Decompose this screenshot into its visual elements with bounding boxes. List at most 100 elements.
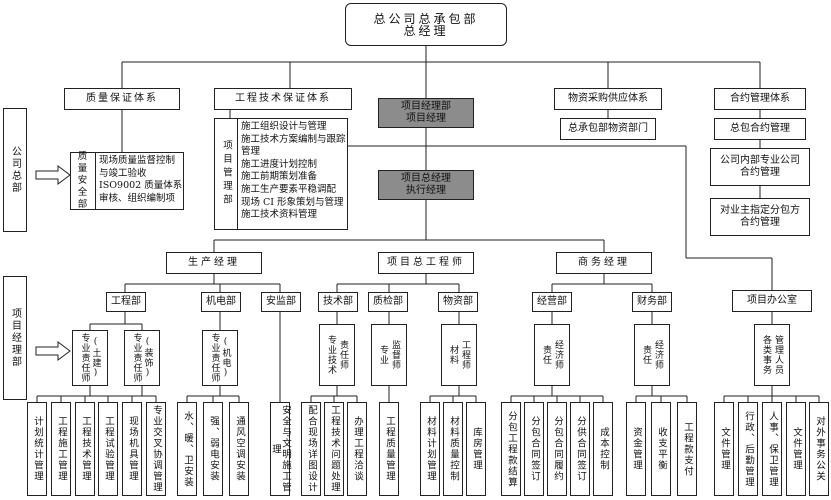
leaf-label: 成本控制 bbox=[598, 427, 609, 471]
executive-manager-box: 项目总经理 执行经理 bbox=[378, 170, 474, 200]
leaf-label: 资金管理 bbox=[631, 427, 642, 471]
leaf-box: 工程试验管理 bbox=[98, 402, 118, 496]
leaf-label: 人事、保卫管理 bbox=[767, 410, 778, 488]
leaf-box: 强、弱电安装 bbox=[203, 402, 223, 496]
tech-item: 施工前期策划准备 bbox=[241, 171, 318, 183]
leaf-label: 材料质量控制 bbox=[448, 416, 459, 482]
chief-engineer-box: 项目总工程师 bbox=[378, 252, 474, 274]
leaf-label: 计划统计管理 bbox=[32, 416, 43, 482]
leaf-label: 配合现场详图设计 bbox=[306, 405, 317, 493]
leaf-box: 成本控制 bbox=[593, 402, 613, 496]
leaf-label: 安全与文明施工管理 bbox=[270, 405, 291, 493]
project-manager-box: 项目经理部 项目经理 bbox=[378, 98, 474, 128]
leaf-box: 收支平衡 bbox=[651, 402, 671, 496]
leaf-label: 收支平衡 bbox=[656, 427, 667, 471]
tech-item: 施工技术资料管理 bbox=[241, 209, 318, 221]
leaf-box: 材料质量控制 bbox=[443, 402, 463, 496]
tech-block: 项目管理部 施工组织设计与管理 施工技术方案编制与跟踪 管理 施工进度计划控制 … bbox=[214, 118, 348, 230]
leaf-box: 文件管理 bbox=[786, 402, 806, 496]
leaf-label: 工程技术管理 bbox=[80, 416, 91, 482]
leaf-label: 文件管理 bbox=[791, 427, 802, 471]
contract-item-box: 总包合约管理 bbox=[714, 118, 806, 140]
top-title: 总公司总承包部 bbox=[373, 11, 479, 26]
top-general-manager: 总公司总承包部 总经理 bbox=[345, 3, 507, 46]
leaf-label: 通风空调安装 bbox=[234, 416, 245, 482]
leaf-box: 行政、后勤管理 bbox=[738, 402, 758, 496]
leaf-box: 资金管理 bbox=[626, 402, 646, 496]
leaf-box: 人事、保卫管理 bbox=[762, 402, 782, 496]
business-manager-box: 商务经理 bbox=[556, 252, 652, 274]
leaf-box: 分包工程款结算 bbox=[501, 402, 521, 496]
leaf-label: 专业交叉协调管理 bbox=[151, 405, 162, 493]
leaf-box: 工程款支付 bbox=[677, 402, 697, 496]
leaf-label: 分包合同签订 bbox=[529, 416, 540, 482]
project-dept-label: 项目经理部 bbox=[3, 276, 27, 400]
leaf-box: 专业交叉协调管理 bbox=[146, 402, 166, 496]
role-office-staff: 各类事务 管理人员 bbox=[754, 324, 790, 386]
leaf-box: 分供合同签订 bbox=[570, 402, 590, 496]
leaf-label: 分供合同签订 bbox=[575, 416, 586, 482]
role-economist-operations: 责任 经济师 bbox=[534, 324, 570, 386]
leaf-label: 现场机具管理 bbox=[127, 416, 138, 482]
top-subtitle: 总经理 bbox=[403, 23, 449, 38]
leaf-label: 库房管理 bbox=[471, 427, 482, 471]
production-manager-box: 生产经理 bbox=[166, 252, 262, 274]
leaf-box: 水、暖、卫安装 bbox=[177, 402, 197, 496]
arrow-icon bbox=[35, 165, 71, 361]
tech-item: 现场 CI 形象策划与管理 bbox=[241, 196, 344, 208]
dept-engineering: 工程部 bbox=[106, 292, 146, 312]
leaf-box: 安全与文明施工管理 bbox=[270, 402, 291, 496]
leaf-box: 办理工程洽谈 bbox=[347, 402, 367, 496]
tech-side-label: 项目管理部 bbox=[221, 140, 232, 208]
role-civil-engineer: 专业责任师 (土建) bbox=[72, 330, 108, 386]
dept-finance: 财务部 bbox=[632, 292, 672, 312]
leaf-box: 分包合同签订 bbox=[524, 402, 544, 496]
quality-item: 现场质量监督控制 bbox=[99, 155, 176, 166]
leaf-box: 材料计划管理 bbox=[420, 402, 440, 496]
leaf-label: 强、弱电安装 bbox=[208, 416, 219, 482]
dept-qc: 质检部 bbox=[368, 292, 408, 312]
leaf-box: 分包合同履约 bbox=[547, 402, 567, 496]
project-office-box: 项目办公室 bbox=[732, 290, 812, 312]
dept-materials: 物资部 bbox=[438, 292, 478, 312]
role-qc-supervisor: 专业 监督师 bbox=[371, 324, 407, 386]
role-materials-engineer: 材料 工程师 bbox=[441, 324, 477, 386]
leaf-box: 工程技术问题处理 bbox=[324, 402, 344, 496]
leaf-label: 对外事务公关 bbox=[814, 416, 825, 482]
procure-dept-box: 总承包部物资部门 bbox=[560, 118, 656, 140]
quality-item: 审核、组织编制项 bbox=[99, 192, 176, 204]
dept-safety: 安监部 bbox=[261, 292, 301, 312]
leaf-box: 通风空调安装 bbox=[229, 402, 249, 496]
tech-item: 施工生产要素平稳调配 bbox=[241, 183, 337, 195]
procure-system: 物资采购供应体系 bbox=[554, 88, 662, 110]
tech-item: 施工组织设计与管理 bbox=[241, 121, 327, 132]
role-decoration-engineer: 专业责任师 (装饰) bbox=[124, 330, 160, 386]
leaf-box: 库房管理 bbox=[466, 402, 486, 496]
role-economist-finance: 责任 经济师 bbox=[634, 324, 670, 386]
leaf-label: 分包合同履约 bbox=[552, 416, 563, 482]
dept-technical: 技术部 bbox=[318, 292, 358, 312]
contract-item-box: 对业主指定分包方合约管理 bbox=[710, 198, 810, 236]
leaf-label: 工程技术问题处理 bbox=[329, 405, 340, 493]
leaf-box: 工程施工管理 bbox=[51, 402, 71, 496]
role-tech-engineer: 专业技术 责任师 bbox=[319, 324, 355, 386]
leaf-label: 工程质量管理 bbox=[384, 416, 395, 482]
leaf-label: 工程施工管理 bbox=[56, 416, 67, 482]
quality-item: ISO9002 质量体系 bbox=[99, 180, 183, 192]
leaf-box: 配合现场详图设计 bbox=[301, 402, 321, 496]
quality-block: 质量安全部 现场质量监督控制 与竣工验收 ISO9002 质量体系 审核、组织编… bbox=[70, 151, 184, 210]
leaf-box: 工程质量管理 bbox=[379, 402, 399, 496]
leaf-label: 工程款支付 bbox=[682, 421, 693, 477]
company-hq-label: 公司总部 bbox=[3, 108, 27, 232]
quality-item: 与竣工验收 bbox=[99, 167, 147, 179]
tech-item: 施工技术方案编制与跟踪 bbox=[241, 133, 346, 145]
leaf-label: 水、暖、卫安装 bbox=[182, 410, 193, 488]
leaf-box: 文件管理 bbox=[714, 402, 734, 496]
leaf-label: 工程试验管理 bbox=[103, 416, 114, 482]
dept-operations: 经营部 bbox=[532, 292, 572, 312]
leaf-box: 工程技术管理 bbox=[75, 402, 95, 496]
leaf-box: 对外事务公关 bbox=[809, 402, 829, 496]
leaf-label: 文件管理 bbox=[719, 427, 730, 471]
quality-system: 质量保证体系 bbox=[64, 88, 180, 110]
contract-system: 合约管理体系 bbox=[714, 88, 806, 110]
